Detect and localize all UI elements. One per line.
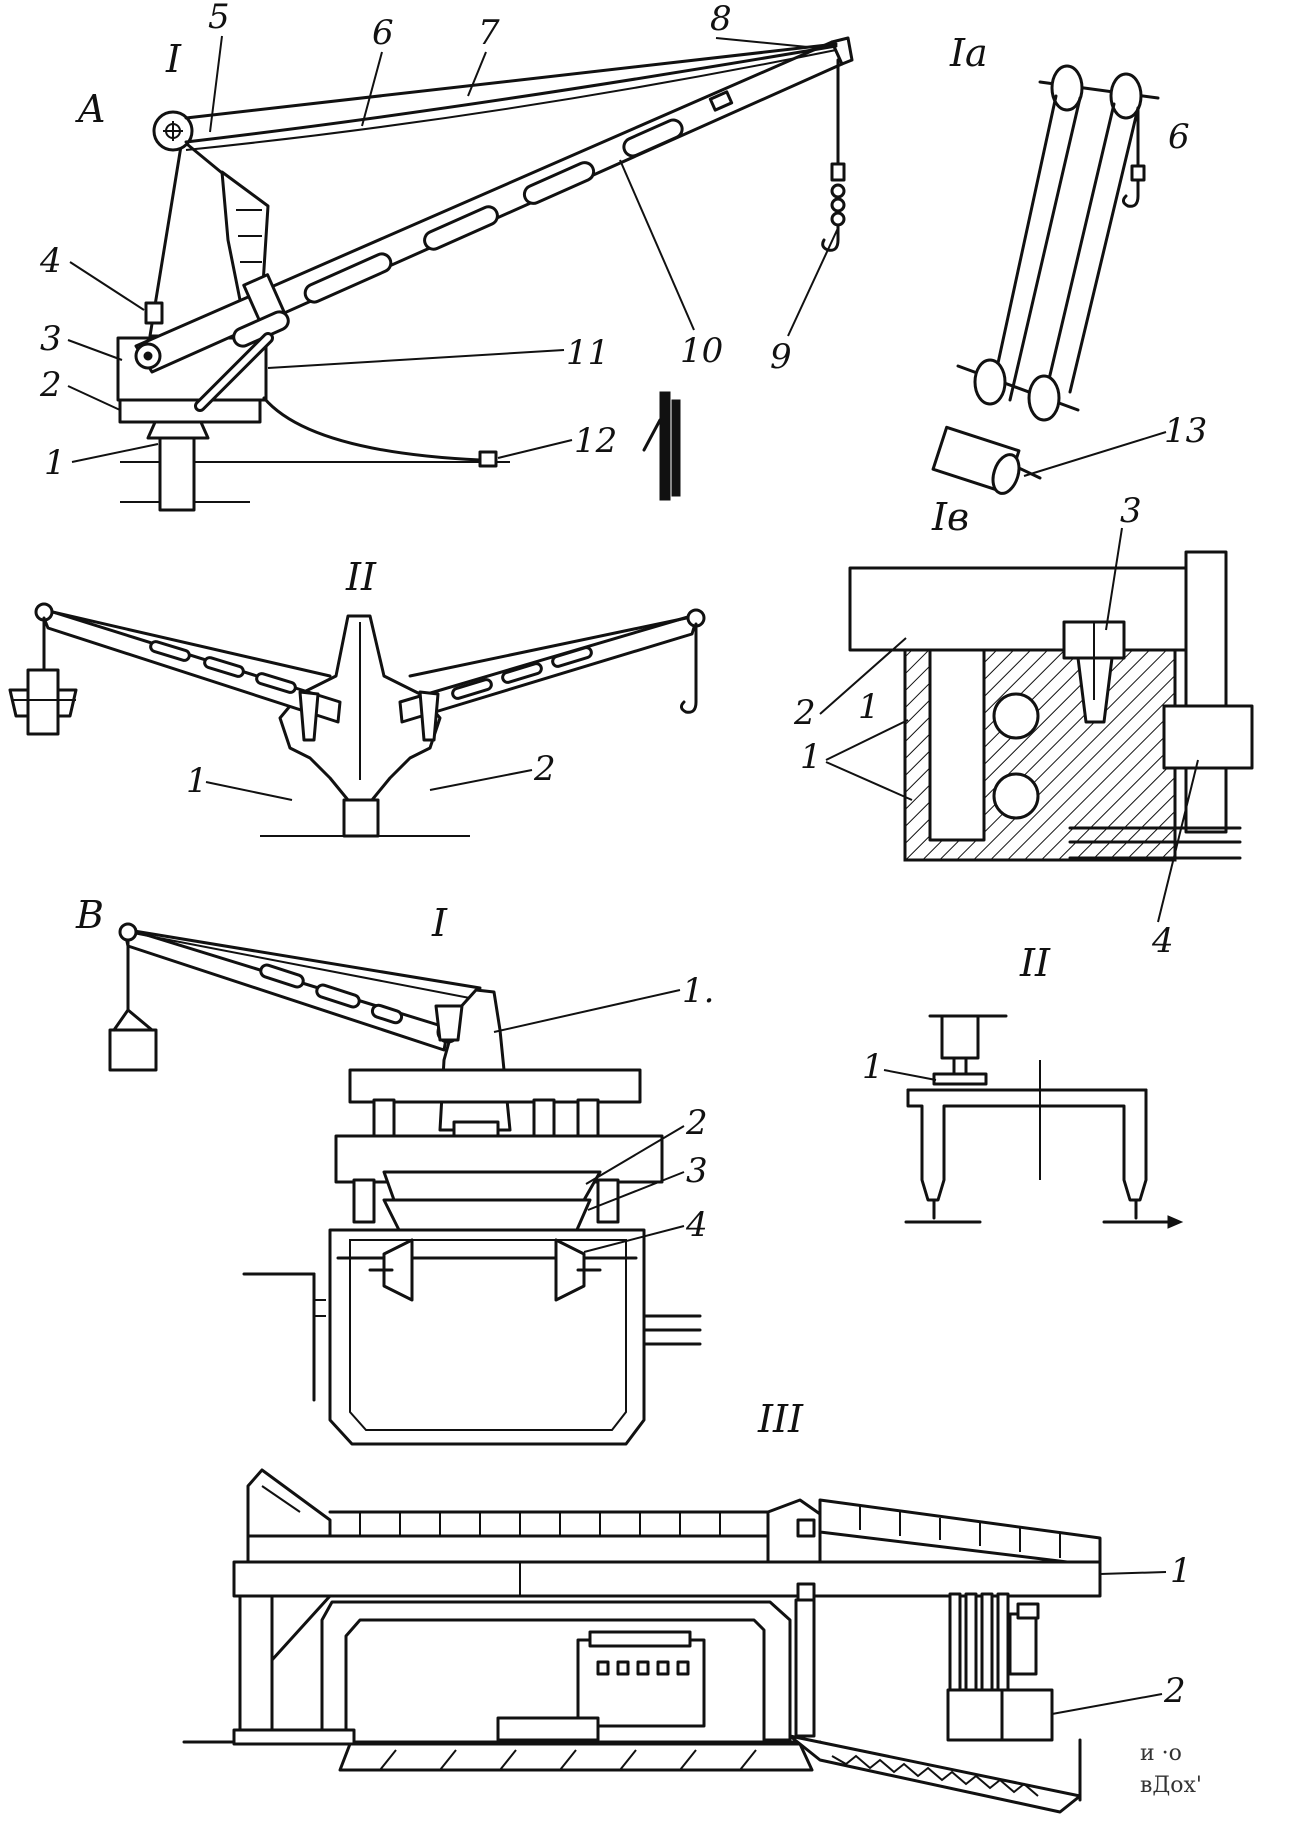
gantry-crane-III: III xyxy=(182,1397,1192,1814)
detail-Ia-title: Ia xyxy=(949,31,988,75)
label-A2: 2 xyxy=(39,365,62,405)
label-B-2: 2 xyxy=(685,1103,708,1143)
label-A3: 3 xyxy=(40,319,62,359)
label-B-1: 1. xyxy=(682,971,714,1011)
roman-I-top: I xyxy=(165,37,182,81)
detail-Iv-title: Iв xyxy=(931,495,969,539)
label-A5: 5 xyxy=(208,0,230,37)
gantry-title: III xyxy=(757,1397,804,1441)
portal-title: II xyxy=(1019,941,1051,985)
pulley-detail-Ia: Ia 6 13 xyxy=(931,31,1207,495)
jib-crane-A-I: A I 1 2 3 4 5 6 7 8 9 10 11 12 xyxy=(39,0,854,512)
label-A4: 4 xyxy=(39,241,62,281)
portal-frame-II: II 1 xyxy=(862,941,1184,1229)
label-B-3: 3 xyxy=(686,1151,708,1191)
label-B-4: 4 xyxy=(685,1205,708,1245)
label-A10: 10 xyxy=(680,331,723,371)
ship-crane-B-I: B I xyxy=(75,893,714,1446)
margin-text-1: и ·о xyxy=(1140,1741,1182,1766)
label-A1: 1 xyxy=(44,443,66,483)
label-A11: 11 xyxy=(566,333,609,373)
label-III-2: 2 xyxy=(1163,1671,1186,1711)
label-Ia-6: 6 xyxy=(1168,117,1190,157)
bearing-detail-Iv: Iв 1 1 2 3 4 xyxy=(793,491,1254,961)
label-portal-1: 1 xyxy=(862,1047,884,1087)
label-II-2: 2 xyxy=(533,749,556,789)
label-A7: 7 xyxy=(478,13,500,53)
label-A6: 6 xyxy=(372,13,394,53)
label-A12: 12 xyxy=(574,421,617,461)
section-letter-A: A xyxy=(75,87,105,131)
double-crane-title: II xyxy=(345,555,377,599)
section-letter-B: B xyxy=(75,893,104,937)
label-A9: 9 xyxy=(770,337,792,377)
label-Iv-3: 3 xyxy=(1120,491,1142,531)
label-Iv-2: 2 xyxy=(793,693,816,733)
label-III-1: 1 xyxy=(1170,1551,1192,1591)
label-II-1: 1 xyxy=(186,761,208,801)
label-Iv-1: 1 xyxy=(858,687,880,727)
double-jib-crane-II: II 1 2 xyxy=(8,555,706,838)
roman-I-B: I xyxy=(431,901,448,945)
label-Iv-1b: 1 xyxy=(800,737,822,777)
label-Iv-4: 4 xyxy=(1151,921,1174,961)
margin-text-2: вДох' xyxy=(1140,1773,1202,1798)
label-Ia-13: 13 xyxy=(1164,411,1207,451)
label-A8: 8 xyxy=(710,0,732,39)
